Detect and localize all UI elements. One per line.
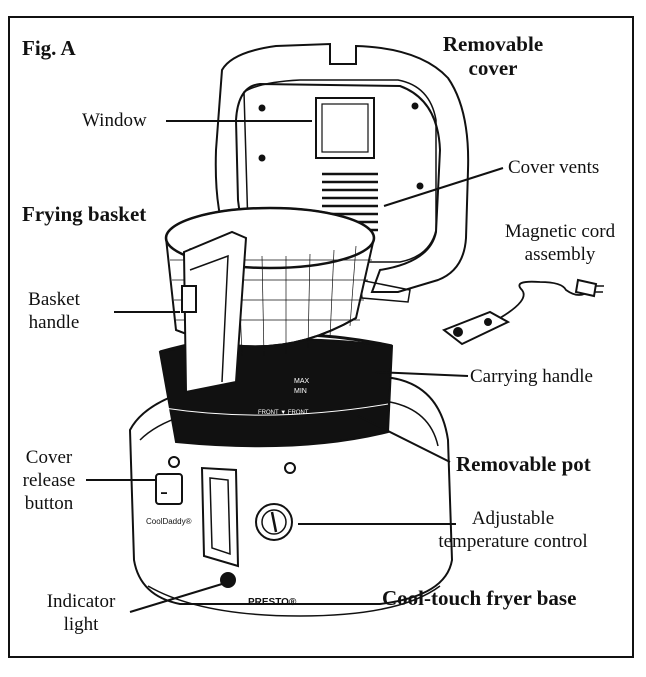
label-removable-cover: Removable cover xyxy=(428,32,558,80)
magnetic-cord xyxy=(441,278,604,346)
label-adjustable-temp-line1: Adjustable xyxy=(471,508,555,529)
label-frying-basket: Frying basket xyxy=(22,202,147,226)
label-magnetic-cord-line1: Magnetic cord xyxy=(504,221,616,242)
svg-text:▬: ▬ xyxy=(161,490,167,496)
label-indicator-light-line2: light xyxy=(63,614,99,635)
label-basket-handle-line1: Basket xyxy=(28,289,80,310)
label-cover-release-line2: release xyxy=(22,470,76,491)
label-adjustable-temp-line2: temperature control xyxy=(438,531,588,552)
label-basket-handle-line2: handle xyxy=(28,312,80,333)
label-cover-release-line1: Cover xyxy=(25,447,73,468)
leader-lines xyxy=(86,120,504,613)
label-removable-cover-line1: Removable xyxy=(442,32,544,56)
min-mark: MIN xyxy=(294,388,307,395)
label-magnetic-cord: Magnetic cord assembly xyxy=(490,220,630,266)
rim-mark: FRONT ▼ FRONT xyxy=(258,410,309,416)
label-cover-release-button: Cover release button xyxy=(16,446,82,515)
label-magnetic-cord-line2: assembly xyxy=(524,244,596,265)
label-basket-handle: Basket handle xyxy=(18,288,90,334)
label-window: Window xyxy=(82,110,147,131)
window xyxy=(315,97,375,159)
max-mark: MAX xyxy=(294,378,310,385)
figure-title: Fig. A xyxy=(22,36,76,60)
figure-frame xyxy=(8,16,634,658)
model-mark: CoolDaddy® xyxy=(146,517,192,526)
brand-mark: PRESTO® xyxy=(248,597,297,608)
label-indicator-light: Indicator light xyxy=(34,590,128,636)
label-removable-cover-line2: cover xyxy=(468,56,518,80)
label-removable-pot: Removable pot xyxy=(456,452,591,476)
label-indicator-light-line1: Indicator xyxy=(46,591,116,612)
label-carrying-handle: Carrying handle xyxy=(470,366,593,387)
label-cool-touch-fryer-base: Cool-touch fryer base xyxy=(382,586,577,610)
basket-handle xyxy=(181,230,248,394)
label-adjustable-temperature-control: Adjustable temperature control xyxy=(420,507,606,553)
label-cover-vents: Cover vents xyxy=(508,157,600,178)
label-cover-release-line3: button xyxy=(24,493,74,514)
